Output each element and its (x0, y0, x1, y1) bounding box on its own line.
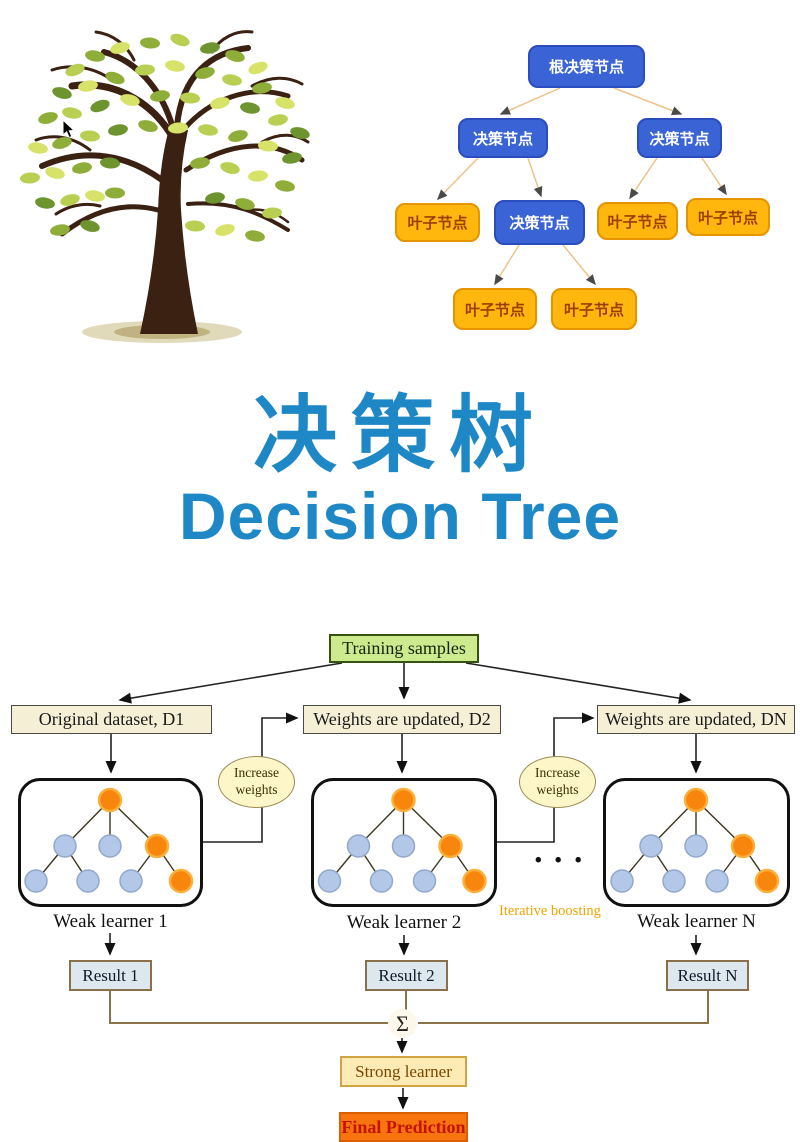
strong-learner-box: Strong learner (340, 1056, 467, 1087)
page-title-english: Decision Tree (178, 479, 622, 553)
weak-learner-label-1: Weak learner 1 (53, 911, 168, 932)
weak-learner-label-n: Weak learner N (637, 911, 756, 932)
weak-learner-box-n (603, 778, 790, 907)
increase-weights-ellipse-1: Increase weights (218, 756, 295, 808)
weak-learner-label-2: Weak learner 2 (346, 912, 462, 933)
increase-weights-ellipse-2: Increase weights (519, 756, 596, 808)
weak-learner-box-1 (18, 778, 203, 907)
tree-node-decision-left: 决策节点 (458, 118, 548, 158)
weak-learner-tree-1 (24, 787, 194, 894)
tree-node-decision-right: 决策节点 (637, 118, 722, 158)
dataset-box-d1: Original dataset, D1 (11, 705, 212, 734)
weak-learner-tree-n (610, 787, 780, 894)
ellipsis-dots: • • • (535, 850, 586, 871)
summation-lines (109, 991, 709, 1024)
tree-node-leaf-1: 叶子节点 (395, 203, 480, 242)
result-box-1: Result 1 (69, 960, 152, 991)
mouse-cursor-icon (62, 118, 76, 139)
top-tree-edges (436, 87, 727, 286)
weak-learner-tree-2 (317, 787, 487, 894)
tree-illustration (20, 30, 310, 343)
final-prediction-box: Final Prediction (339, 1112, 468, 1142)
tree-node-root: 根决策节点 (528, 45, 645, 88)
tree-node-leaf-3: 叶子节点 (686, 198, 770, 236)
tree-node-leaf-5: 叶子节点 (551, 288, 637, 330)
dataset-box-d2: Weights are updated, D2 (303, 705, 501, 734)
dataset-box-dn: Weights are updated, DN (597, 705, 795, 734)
tree-node-decision-mid: 决策节点 (494, 200, 585, 245)
tree-node-leaf-4: 叶子节点 (453, 288, 537, 330)
sum-symbol: Σ (388, 1009, 417, 1038)
training-samples-box: Training samples (329, 634, 479, 663)
page-title-chinese: 决策树 (252, 388, 547, 482)
weak-learner-box-2 (311, 778, 497, 907)
tree-node-leaf-2: 叶子节点 (597, 202, 678, 240)
result-box-n: Result N (666, 960, 749, 991)
iterative-boosting-label: Iterative boosting (499, 903, 601, 919)
result-box-2: Result 2 (365, 960, 448, 991)
tree-leaves (20, 33, 310, 242)
